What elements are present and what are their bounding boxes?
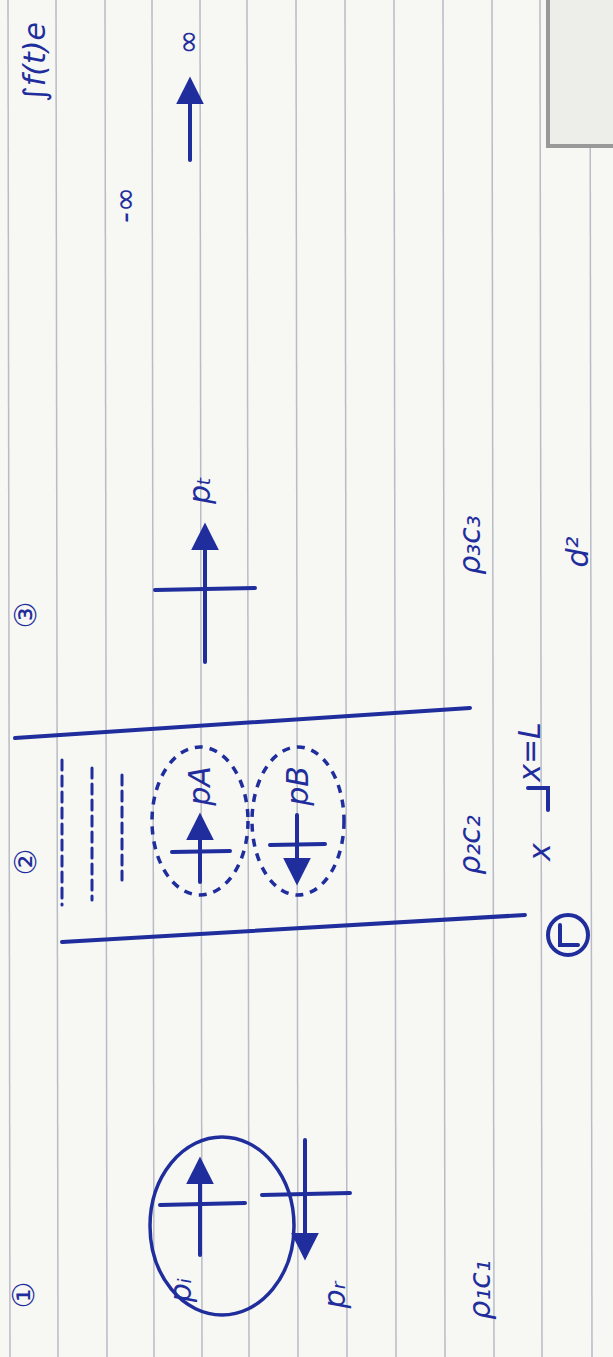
sketch-label: ∫f(t)e <box>20 22 50 102</box>
bracket <box>560 925 578 945</box>
sketch-label: x <box>525 843 555 861</box>
sketch-label: ③ <box>11 602 41 629</box>
circled-group: pB <box>250 745 346 897</box>
sketch-label: ① <box>9 1282 39 1309</box>
sketch-label: -∞ <box>110 187 140 223</box>
ellipse-outline <box>252 747 344 895</box>
ink <box>15 82 588 1255</box>
sketch-label: ρ₂c₂ <box>455 815 485 875</box>
pressure-label: pᵢ <box>166 1277 196 1301</box>
dashed-hatch <box>62 760 122 905</box>
origin-mark <box>548 915 588 955</box>
sketch-label: pᵣ <box>320 1282 350 1309</box>
sketch-label: x=L <box>515 722 545 782</box>
sketch-label: ρ₁c₁ <box>465 1260 495 1320</box>
sketch-label: ρ₃c₃ <box>455 515 485 575</box>
pressure-label: pA <box>185 766 215 806</box>
sketch-label: d² <box>563 536 593 567</box>
interface-line <box>62 915 525 942</box>
interface-line <box>15 708 470 738</box>
sketch-label: ② <box>11 849 41 876</box>
ellipse-outline <box>152 747 248 895</box>
bracket <box>528 788 548 810</box>
pressure-label: pB <box>283 766 313 806</box>
corner-panel <box>548 0 613 146</box>
sketch-label: pₜ <box>185 476 215 504</box>
ruled-lines <box>8 0 592 1357</box>
sketch-label: ∞ <box>173 30 203 55</box>
circled-group: pᵢ <box>148 1135 296 1317</box>
ellipse-outline <box>150 1137 294 1315</box>
circled-group: pA <box>150 745 250 897</box>
